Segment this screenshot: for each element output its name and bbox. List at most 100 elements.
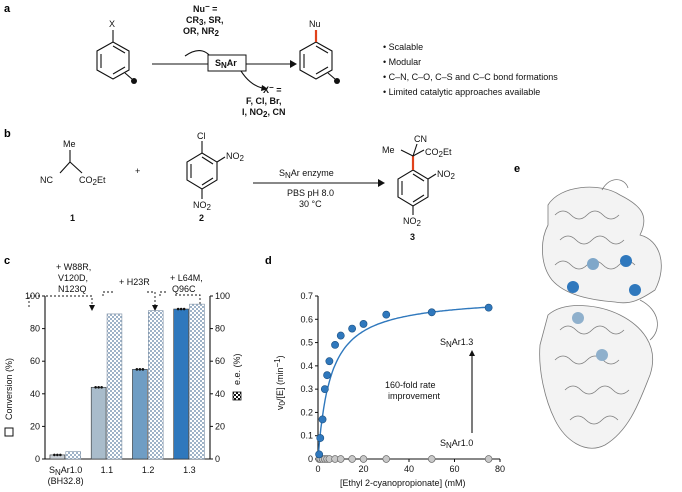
snar1-0-point — [337, 455, 345, 463]
protein-structure — [539, 179, 662, 449]
bars — [49, 303, 205, 460]
bar-left-tick-label: 100 — [25, 291, 40, 301]
snar-box — [207, 54, 247, 72]
svg-text:NO2: NO2 — [193, 200, 212, 212]
nu-substituent: Nu — [309, 19, 321, 29]
kinetics-y-tick-label: 0 — [308, 454, 313, 464]
ee-bar — [65, 451, 81, 460]
bar-left-tick-label: 80 — [30, 324, 40, 334]
ee-bar — [106, 313, 123, 460]
michaelis-menten-fit — [317, 306, 489, 460]
panel-a-label: a — [4, 3, 11, 15]
residue-sphere — [620, 255, 632, 267]
product-ring: Nu — [299, 19, 340, 84]
bullet-2: • Modular — [383, 57, 421, 67]
kinetics-y-tick-label: 0.3 — [300, 384, 313, 394]
conversion-legend-square — [4, 427, 14, 437]
bar-left-tick-label: 20 — [30, 421, 40, 431]
replicate-point — [97, 385, 100, 389]
conditions-buffer: PBS pH 8.0 — [287, 188, 334, 198]
kinetics-points — [315, 303, 493, 463]
svg-text:CN: CN — [414, 134, 427, 144]
snar1-3-point — [323, 371, 331, 380]
svg-text:NO2: NO2 — [403, 216, 422, 228]
snar1-0-point — [348, 455, 356, 463]
top-series-label: SNAr1.3 — [440, 337, 473, 349]
replicate-point — [94, 385, 97, 389]
snar1-3-point — [316, 434, 325, 442]
bar-category-label: 1.2 — [142, 465, 155, 475]
enzyme-label: SNAr enzyme — [279, 168, 334, 180]
compound-1-number: 1 — [70, 213, 75, 223]
plus-sign: + — [135, 166, 140, 176]
svg-text:V120D,: V120D, — [58, 273, 88, 283]
bar-right-tick-label: 60 — [215, 356, 225, 366]
snar1-3-point — [331, 340, 339, 349]
active-site-residues — [567, 255, 641, 361]
panel-e: e — [514, 163, 662, 449]
snar1-3-point — [318, 415, 327, 424]
snar1-3-point — [382, 310, 391, 319]
svg-text:SNAr: SNAr — [215, 58, 237, 70]
replicate-point — [53, 453, 56, 457]
svg-text:I, NO2, CN: I, NO2, CN — [242, 107, 285, 119]
mutation-label-3: + L64M, — [170, 273, 203, 283]
bottom-series-label: SNAr1.0 — [440, 438, 473, 450]
svg-text:Me: Me — [382, 145, 395, 155]
kinetics-y-tick-label: 0.6 — [300, 314, 313, 324]
snar1-3-point — [359, 320, 368, 328]
svg-text:Me: Me — [63, 139, 76, 149]
kinetics-x-tick-label: 60 — [449, 464, 459, 474]
panel-d-label: d — [265, 255, 272, 267]
residue-sphere — [572, 312, 584, 324]
ee-legend-square — [232, 391, 242, 401]
panel-c: c + W88R, V120D, N123Q + H23R + L64M, Q9… — [4, 255, 242, 486]
snar1-0-point — [382, 455, 390, 463]
bar-right-tick-label: 20 — [215, 421, 225, 431]
snar1-3-point — [427, 308, 436, 317]
svg-text:Cl: Cl — [197, 131, 206, 141]
compound-2: Cl NO2 NO2 2 — [186, 131, 245, 223]
bar-left-tick-label: 40 — [30, 389, 40, 399]
panel-c-label: c — [4, 255, 10, 267]
conversion-bar — [132, 369, 148, 460]
bar-right-tick-label: 40 — [215, 389, 225, 399]
mutation-label-2: + H23R — [119, 277, 150, 287]
snar1-0-point — [484, 455, 493, 463]
panel-b: b Me NC CO2Et 1 + Cl NO2 NO2 2 — [4, 128, 456, 242]
mutation-label-1: + W88R, — [56, 262, 91, 272]
snar1-3-point — [320, 385, 329, 394]
bullet-1: • Scalable — [383, 42, 423, 52]
replicate-point — [138, 368, 142, 371]
conditions-temperature: 30 °C — [299, 199, 322, 209]
kinetics-x-axis-title: [Ethyl 2-cyanopropionate] (mM) — [340, 478, 466, 488]
svg-text:NO2: NO2 — [226, 151, 245, 163]
annotation-line-2: improvement — [388, 391, 441, 401]
replicate-point — [135, 368, 139, 371]
snar1-0-point — [359, 455, 368, 463]
snar1-3-point — [336, 331, 345, 340]
annotation-line-1: 160-fold rate — [385, 380, 436, 390]
svg-text:CO2Et: CO2Et — [79, 175, 106, 187]
conversion-bar — [173, 308, 189, 460]
leaving-group-definition: X− = — [263, 83, 281, 95]
svg-text:Q96C: Q96C — [172, 284, 196, 294]
svg-text:NO2: NO2 — [437, 169, 456, 181]
svg-text:F, Cl, Br,: F, Cl, Br, — [246, 96, 282, 106]
svg-text:N123Q: N123Q — [58, 284, 87, 294]
compound-3-number: 3 — [410, 232, 415, 242]
kinetics-y-tick-label: 0.4 — [300, 361, 313, 371]
kinetics-y-tick-label: 0.2 — [300, 407, 313, 417]
svg-text:CO2Et: CO2Et — [425, 147, 452, 159]
nu-definition: Nu− = — [193, 2, 217, 14]
compound-1: Me NC CO2Et 1 — [40, 139, 106, 223]
residue-sphere — [629, 284, 641, 296]
kinetics-x-tick-label: 20 — [358, 464, 368, 474]
ee-bar — [189, 303, 205, 460]
compound-2-number: 2 — [199, 213, 204, 223]
